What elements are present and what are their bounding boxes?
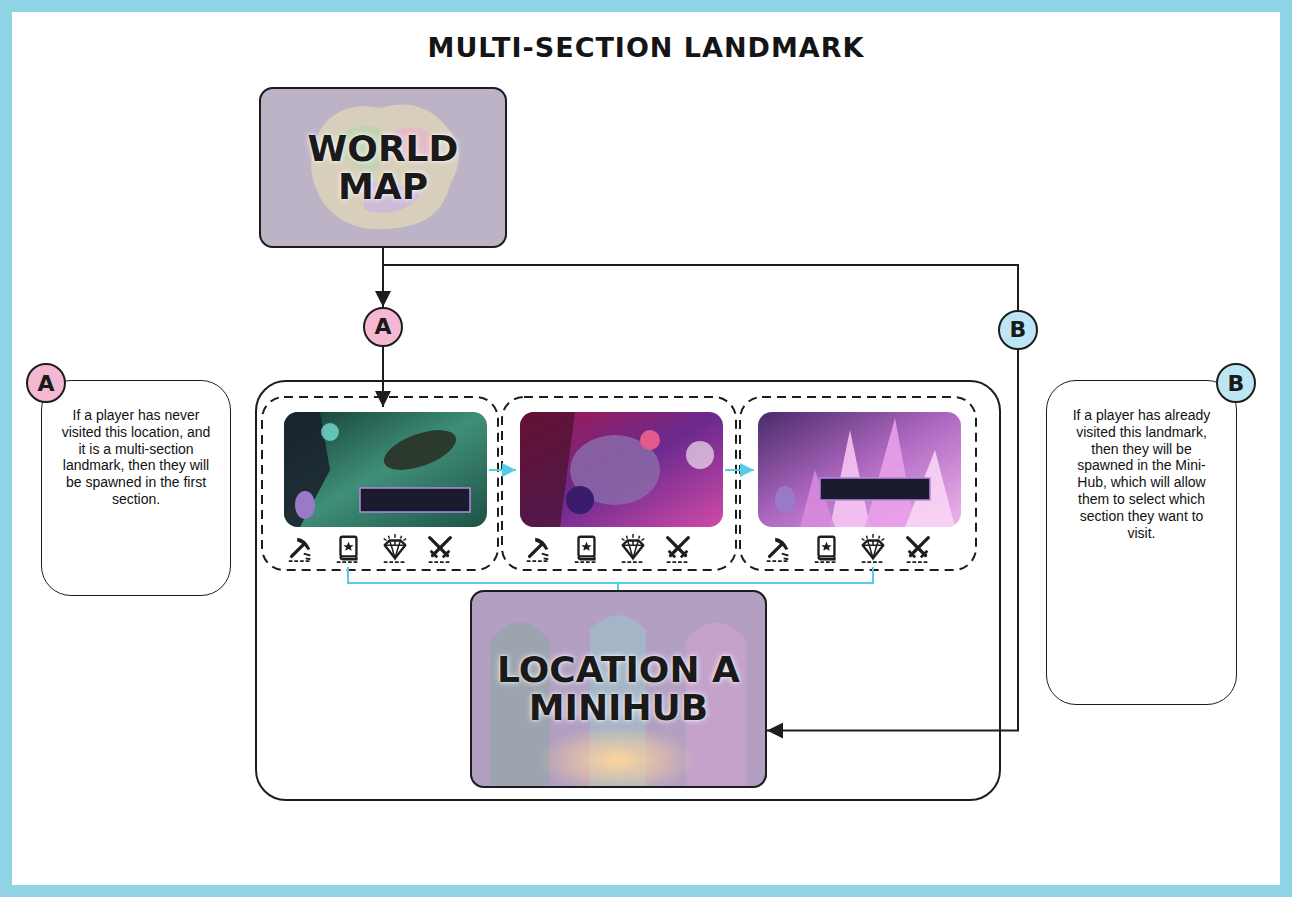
callout-text: If a player has never visited this locat… — [42, 381, 230, 524]
flow-connector — [767, 350, 1018, 731]
section-icons — [622, 534, 645, 562]
world-map-illustration — [259, 87, 507, 248]
section-2-screenshot — [686, 441, 714, 469]
note-callout: AIf a player has never visited this loca… — [41, 380, 231, 596]
path-marker: A — [363, 307, 403, 347]
callout-badge: B — [1216, 363, 1256, 403]
callout-text: If a player has already visited this lan… — [1047, 381, 1236, 557]
minihub-box: LOCATION A MINIHUB — [470, 590, 767, 788]
section-frames — [262, 397, 976, 570]
section-1-screenshot — [360, 488, 470, 512]
minihub-bracket — [348, 567, 873, 590]
section-2-screenshot — [566, 486, 594, 514]
section-flow-arrows — [489, 469, 754, 471]
section-1-screenshot — [284, 412, 487, 527]
section-icons — [815, 537, 838, 562]
section-icons — [289, 534, 930, 562]
section-flow-arrows — [489, 469, 516, 471]
section-2-screenshot — [520, 412, 723, 527]
section-3-screenshot — [820, 478, 930, 500]
minihub-bracket — [617, 583, 619, 590]
flow-connector — [383, 248, 1018, 310]
world-map-illustration — [259, 87, 507, 248]
marker-letter: B — [1010, 319, 1027, 341]
diagram-title: MULTI-SECTION LANDMARK — [0, 32, 1292, 63]
world-map-box: WORLD MAP — [259, 87, 507, 248]
section-icons — [289, 538, 312, 561]
note-callout: BIf a player has already visited this la… — [1046, 380, 1237, 705]
section-flow-arrows — [725, 469, 754, 471]
section-icons — [429, 538, 452, 562]
path-marker: B — [998, 310, 1038, 350]
section-2-screenshot — [640, 430, 660, 450]
section-1-screenshot — [321, 423, 339, 441]
entry-arrow — [382, 347, 384, 407]
section-icons — [667, 538, 690, 562]
box-label: WORLD MAP — [293, 130, 473, 206]
section-icons — [907, 538, 930, 562]
section-icons — [384, 534, 407, 562]
section-2-screenshot — [520, 412, 723, 527]
minihub-illustration — [470, 590, 767, 788]
section-3-screenshot — [775, 486, 795, 514]
box-label: LOCATION A MINIHUB — [482, 651, 755, 727]
world-map-illustration — [259, 87, 507, 248]
section-frames — [262, 397, 498, 570]
callout-badge: A — [26, 363, 66, 403]
section-3-screenshot — [758, 412, 961, 527]
minihub-illustration — [470, 590, 767, 788]
section-1-screenshot — [284, 412, 487, 527]
section-2-screenshot — [520, 412, 575, 527]
section-3-screenshot — [758, 412, 961, 527]
section-icons — [337, 537, 360, 562]
minihub-bracket — [348, 567, 873, 583]
minihub-illustration — [470, 590, 767, 788]
section-frames — [502, 397, 736, 570]
page-ground — [12, 12, 1280, 885]
section-icons — [767, 538, 790, 561]
section-1-screenshot — [379, 422, 461, 478]
section-icons — [862, 534, 885, 562]
section-frames — [740, 397, 976, 570]
section-icons — [527, 538, 550, 561]
section-icons — [575, 537, 598, 562]
marker-letter: A — [374, 316, 391, 338]
section-1-screenshot — [295, 491, 315, 519]
landmark-container — [256, 381, 1000, 800]
section-3-screenshot — [865, 418, 915, 527]
